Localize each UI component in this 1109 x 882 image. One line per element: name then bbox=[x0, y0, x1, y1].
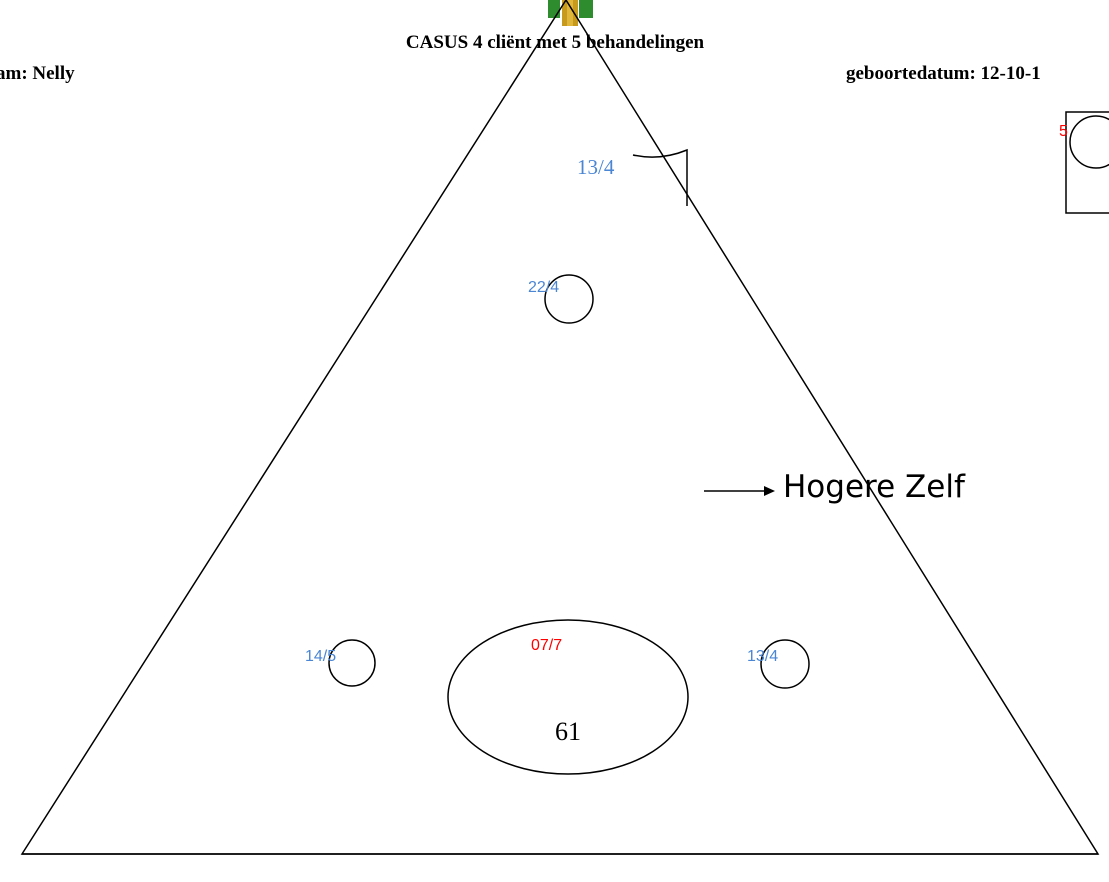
arrow-icon bbox=[704, 486, 775, 496]
right-circle-date: 13/4 bbox=[747, 648, 779, 665]
figure-icon bbox=[548, 0, 593, 26]
right-circle bbox=[760, 639, 810, 689]
side-box-date: 5 bbox=[1059, 123, 1068, 140]
page-title: CASUS 4 cliënt met 5 behandelingen bbox=[405, 32, 705, 53]
client-name: am: Nelly bbox=[0, 63, 75, 84]
birthdate: geboortedatum: 12-10-1 bbox=[846, 63, 1041, 84]
side-box bbox=[1065, 111, 1109, 214]
ellipse-date: 07/7 bbox=[531, 637, 563, 654]
central-ellipse bbox=[447, 619, 689, 775]
left-circle-date: 14/5 bbox=[305, 648, 337, 665]
left-circle bbox=[328, 639, 376, 687]
upper-circle-date: 22/4 bbox=[528, 279, 560, 296]
hogere-zelf-label: Hogere Zelf bbox=[783, 469, 965, 505]
upper-circle bbox=[544, 274, 594, 324]
apex-date: 13/4 bbox=[577, 155, 615, 179]
apex-tab-shape bbox=[632, 148, 688, 206]
ellipse-value: 61 bbox=[555, 717, 581, 746]
